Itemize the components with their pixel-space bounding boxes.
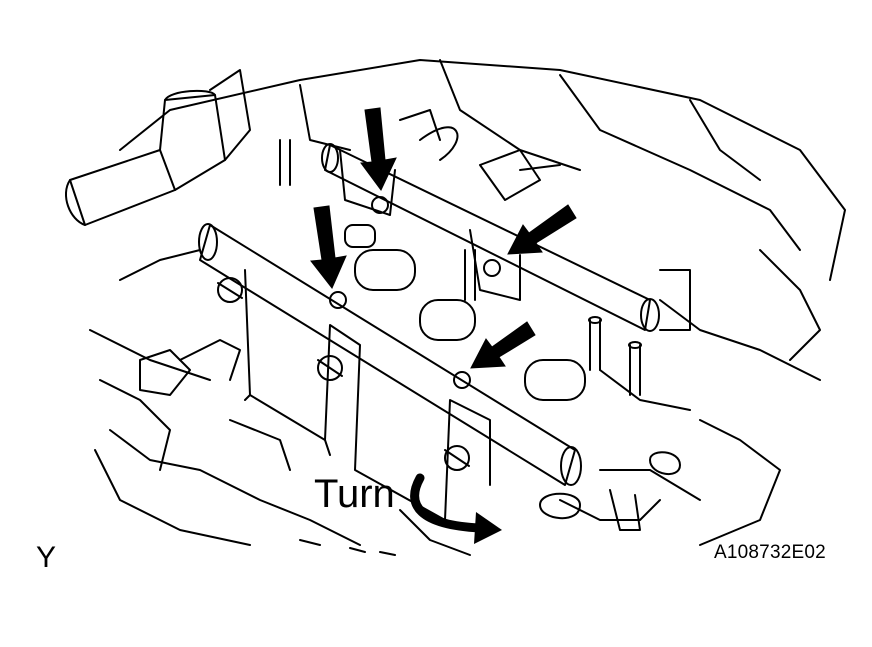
turn-arrow [410,473,502,544]
arrow-right-rear-bolt [507,204,577,255]
turn-label: Turn [314,472,395,516]
water-outlet-pipe [65,69,251,226]
bolt-callout-arrows [310,107,577,369]
arrow-front-right-bolt [470,321,536,369]
arrow-front-left-bolt [310,205,347,289]
figure-code: A108732E02 [714,542,826,563]
front-fuel-rail [198,223,582,521]
studs [279,139,642,396]
intake-ports [344,224,586,401]
arrow-top-rear-bolt [360,107,397,191]
view-letter: Y [36,541,57,574]
engine-block-outline [89,59,846,556]
rear-fuel-rail [321,109,691,332]
